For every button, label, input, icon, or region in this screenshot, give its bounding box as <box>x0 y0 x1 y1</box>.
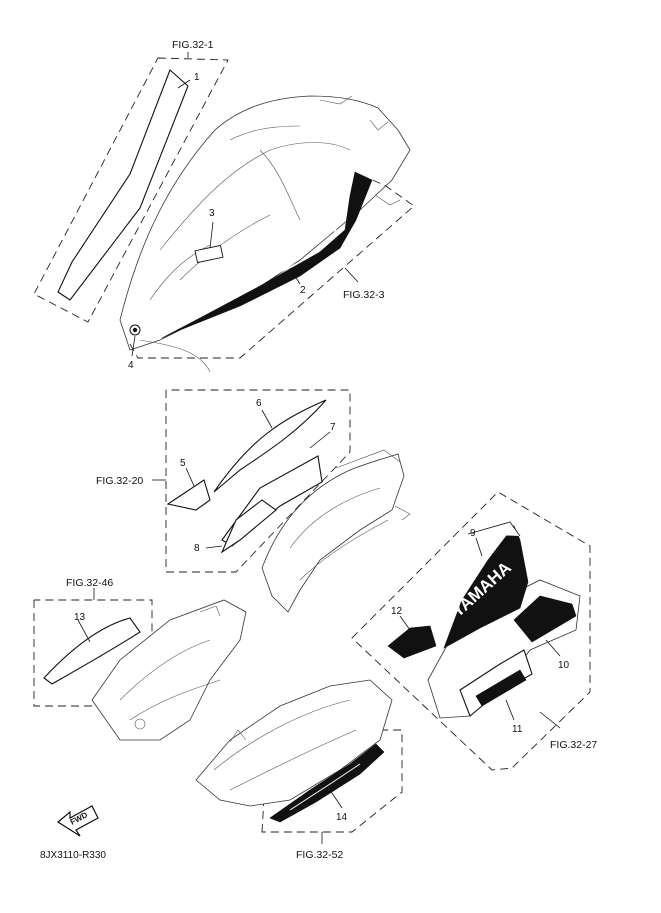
group-front-hull-decal: 14 FIG.32-52 <box>195 679 403 861</box>
part-label-3: 3 <box>209 208 215 219</box>
decal-part-5[interactable] <box>166 479 211 511</box>
fig-ref-32-46[interactable]: FIG.32-46 <box>66 577 113 589</box>
decal-part-14[interactable] <box>269 743 385 823</box>
hull-body <box>91 599 247 741</box>
document-code: 8JX3110-R330 <box>40 850 106 861</box>
part-label-9: 9 <box>470 528 476 539</box>
bolt-part-4[interactable] <box>132 327 138 333</box>
part-label-8: 8 <box>194 543 200 554</box>
side-panel-body <box>261 453 405 613</box>
badge-part-3[interactable] <box>194 244 224 264</box>
part-label-4: 4 <box>128 360 134 371</box>
decal-part-9[interactable] <box>443 525 529 649</box>
fig-32-1-boundary <box>33 57 229 323</box>
decal-part-12[interactable] <box>387 625 437 659</box>
front-hull-body <box>195 679 393 807</box>
fig-32-52-boundary <box>261 729 403 833</box>
part-label-5: 5 <box>180 458 186 469</box>
part-label-10: 10 <box>558 660 570 671</box>
fig-ref-32-1[interactable]: FIG.32-1 <box>172 39 214 51</box>
fig-ref-32-27[interactable]: FIG.32-27 <box>550 739 597 751</box>
fig-32-3-boundary <box>129 177 415 359</box>
group-hood-decals: SRVIPER 1 2 3 4 FIG.32-1 FIG.32-3 <box>33 39 415 373</box>
decal-part-2[interactable] <box>161 171 373 339</box>
fig-32-27-boundary <box>351 491 591 771</box>
group-side-panel-decals: 5 6 7 8 FIG.32-20 <box>96 389 411 613</box>
fig-32-20-boundary <box>165 389 351 573</box>
part-label-7: 7 <box>330 422 336 433</box>
fig-ref-32-20[interactable]: FIG.32-20 <box>96 475 143 487</box>
decal-part-8[interactable] <box>220 499 277 554</box>
decal-part-1[interactable] <box>57 69 189 301</box>
group-hull-decal: 13 FIG.32-46 <box>33 577 247 741</box>
group-yamaha-panel-decals: YAMAHA 9 10 11 12 FIG.32-27 <box>351 491 597 771</box>
part-label-11: 11 <box>512 724 523 735</box>
part-label-1: 1 <box>194 72 200 83</box>
part-label-2: 2 <box>300 285 306 296</box>
fwd-arrow-icon: FWD <box>56 805 99 837</box>
fig-ref-32-3[interactable]: FIG.32-3 <box>343 289 385 301</box>
hood-body <box>119 95 411 351</box>
decal-part-13[interactable] <box>43 617 141 685</box>
fig-ref-32-52[interactable]: FIG.32-52 <box>296 849 343 861</box>
part-label-12: 12 <box>391 606 403 617</box>
decal-part-10[interactable] <box>513 595 577 643</box>
part-label-14: 14 <box>336 812 348 823</box>
part-label-13: 13 <box>74 612 86 623</box>
part-label-6: 6 <box>256 398 262 409</box>
decal-part-6[interactable] <box>213 399 327 493</box>
